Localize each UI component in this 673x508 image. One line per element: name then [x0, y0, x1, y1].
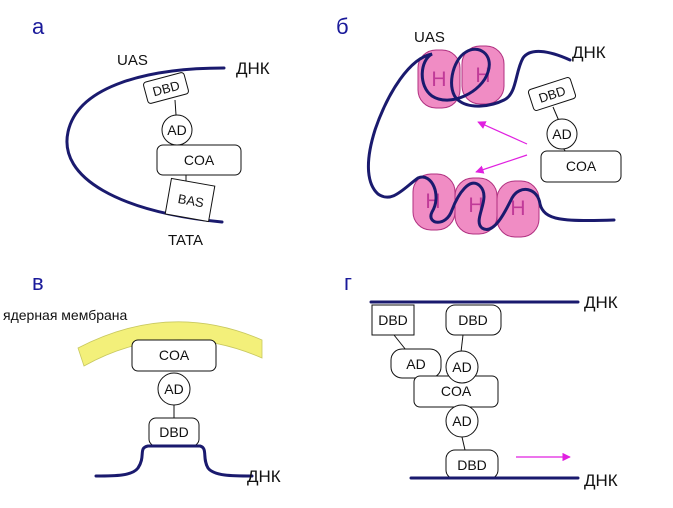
- panel-b-histone-2: H: [461, 45, 505, 105]
- panel-b-arrow-up: [477, 121, 528, 145]
- panel-d-connector-dbd-ad-right: [460, 334, 464, 353]
- panel-c-ad-label: AD: [164, 381, 183, 397]
- panel-a-letter: а: [32, 14, 45, 39]
- panel-a-dna-loop: [65, 66, 226, 224]
- panel-c-membrane-label: ядерная мембрана: [3, 307, 128, 323]
- panel-b-connector-dbd-ad: [552, 106, 560, 122]
- panel-a-uas-label: UAS: [117, 52, 148, 69]
- panel-c-letter: в: [32, 270, 44, 295]
- panel-b-uas-label: UAS: [414, 29, 445, 46]
- panel-d-dna-bottom-label: ДНК: [584, 471, 618, 490]
- panel-a-coa-label: COA: [184, 152, 215, 168]
- panel-a-dna-label: ДНК: [236, 59, 270, 78]
- panel-b-ad-label: AD: [552, 126, 571, 142]
- panel-d-ad-right-circle: [445, 350, 479, 384]
- panel-b-coa-box: [540, 150, 622, 183]
- panel-d-dna-top-label: ДНК: [584, 293, 618, 312]
- panel-a-tata-label: TATA: [168, 232, 203, 249]
- panel-b-arrow-down: [475, 154, 528, 174]
- panel-d-ad-right-label: AD: [452, 359, 471, 375]
- svg-text:H: H: [510, 197, 525, 220]
- panel-d-coa-label: COA: [441, 383, 472, 399]
- panel-d-dbd-right-label: DBD: [458, 312, 488, 328]
- panel-b-dna-label: ДНК: [572, 43, 606, 62]
- panel-b: б UAS ДНК H H H H H D: [336, 14, 622, 238]
- panel-d-ad-left-label: AD: [406, 356, 425, 372]
- svg-text:H: H: [475, 64, 490, 87]
- panel-d-connector-dbd-ad-left: [393, 334, 407, 351]
- panel-b-dbd-box: DBD: [527, 77, 577, 111]
- panel-a-bas-box: BAS: [164, 177, 216, 223]
- panel-c-coa-box: [131, 339, 217, 372]
- panel-d-letter: г: [344, 270, 352, 295]
- panel-d-dbd-right-box: [445, 304, 502, 336]
- panel-a-dbd-label: DBD: [151, 78, 181, 100]
- panel-c-coa-label: COA: [159, 347, 190, 363]
- panel-b-letter: б: [336, 14, 349, 39]
- panel-c-dna: [94, 444, 254, 478]
- svg-text:H: H: [431, 68, 446, 91]
- panel-b-histone-5: H: [496, 180, 540, 238]
- panel-d-connector-ad-dbd-bottom: [461, 436, 466, 451]
- panel-a-connector-dbd-ad: [174, 99, 177, 116]
- panel-b-coa-label: COA: [566, 158, 597, 174]
- panel-a-ad-label: AD: [167, 122, 186, 138]
- panel-a-bas-label: BAS: [177, 191, 206, 210]
- panel-b-dna-wrap: [366, 47, 616, 231]
- panel-b-histone-4: H: [454, 177, 498, 235]
- panel-d-ad-bottom-label: AD: [452, 413, 471, 429]
- panel-d-dbd-left-box: [371, 304, 415, 336]
- panel-b-ad-circle: [546, 118, 578, 150]
- panel-d: г ДНК DBD DBD AD COA AD AD DBD ДНК: [344, 270, 618, 490]
- panel-a: а UAS ДНК DBD AD COA BAS TATA: [32, 14, 270, 249]
- panel-c-dbd-label: DBD: [159, 424, 189, 440]
- panel-c-dna-label: ДНК: [247, 467, 281, 486]
- panel-d-dbd-bottom-label: DBD: [457, 457, 487, 473]
- panel-a-coa-box: [156, 144, 242, 176]
- panel-d-dbd-left-label: DBD: [378, 312, 408, 328]
- panel-c: в ядерная мембрана COA AD DBD ДНК: [3, 270, 281, 486]
- panel-a-dbd-box: DBD: [143, 72, 189, 104]
